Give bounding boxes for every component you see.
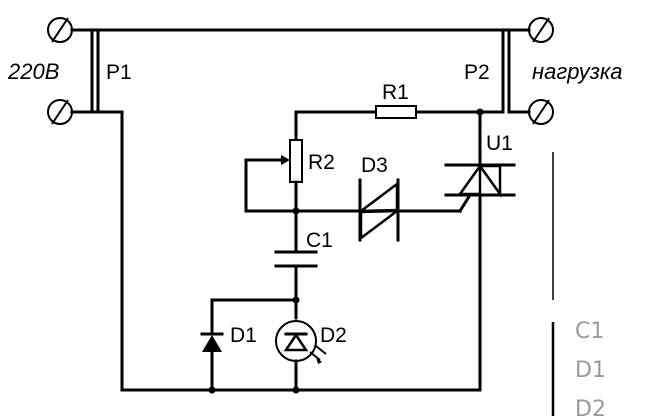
junction-dot (476, 108, 484, 116)
triac-u1 (444, 162, 516, 198)
label-d1: D1 (230, 324, 257, 347)
label-d3: D3 (361, 154, 388, 177)
wire-u1-gate (457, 192, 473, 214)
resistor-r1 (375, 105, 417, 119)
switch-p2 (501, 28, 511, 114)
terminal-supply-bottom (47, 99, 73, 125)
r2-wiper-arrow (244, 155, 290, 165)
label-c1: C1 (306, 229, 333, 252)
switch-p1 (90, 28, 100, 114)
junction-dot (208, 386, 216, 394)
label-u1: U1 (486, 132, 513, 155)
label-r1: R1 (382, 81, 409, 104)
resistor-r2 (289, 139, 303, 183)
junction-dot (292, 296, 300, 304)
capacitor-c1 (274, 250, 318, 268)
diac-d3 (357, 178, 401, 242)
label-p2: P2 (464, 61, 490, 84)
led-d2 (275, 320, 327, 364)
terminal-load-bottom (528, 99, 554, 125)
side-list-item: C1 (575, 319, 604, 344)
label-p1: P1 (106, 61, 132, 84)
label-r2: R2 (308, 151, 335, 174)
label-d2: D2 (320, 324, 347, 347)
diode-d1 (200, 332, 224, 352)
label-supply: 220В (7, 59, 59, 84)
junction-dot (292, 207, 300, 215)
junction-dot (292, 386, 300, 394)
side-list-item: D2 (575, 397, 606, 416)
label-load: нагрузка (532, 59, 623, 84)
side-list-item: D1 (575, 358, 606, 383)
terminal-load-top (528, 17, 554, 43)
terminal-supply-top (47, 17, 73, 43)
